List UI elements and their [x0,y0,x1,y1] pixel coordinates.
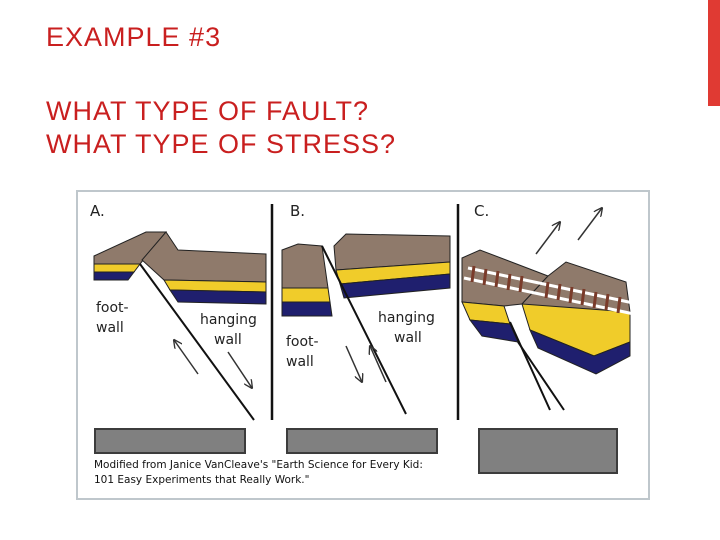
fault-diagram: A. B. C. foot- wall hanging wall hanging… [90,202,639,421]
panel-c-label: C. [474,202,489,220]
question-stress: WHAT TYPE OF STRESS? [46,129,397,159]
panel-a-hanging-wall-label: wall [214,332,242,348]
panel-a-arrow-down [227,351,252,388]
slide-questions: WHAT TYPE OF FAULT? WHAT TYPE OF STRESS? [46,95,396,161]
panel-a-hanging-wall-block [141,231,267,305]
fault-diagram-figure: A. B. C. foot- wall hanging wall hanging… [76,190,650,500]
panel-a-footwall-block [93,231,168,281]
answer-box-a [94,428,246,454]
panel-b-footwall-block [333,233,451,299]
panel-a-label: A. [90,202,105,220]
panel-c-railroad-track [463,265,639,316]
panel-a-fault-line [139,263,255,421]
panel-a-footwall-label: wall [96,320,124,336]
panel-b-arrow-up [370,346,387,383]
panel-b-hanging-wall-label: hanging [378,310,435,326]
slide-heading: EXAMPLE #3 [46,22,222,52]
figure-caption: Modified from Janice VanCleave's "Earth … [94,458,423,488]
panel-b-footwall-label: foot- [286,334,319,350]
panel-a-hanging-wall-label: hanging [200,312,257,328]
answer-box-b [286,428,438,454]
panel-b-footwall-label: wall [286,354,314,370]
panel-a-footwall-label: foot- [96,300,129,316]
caption-line: Modified from Janice VanCleave's "Earth … [94,459,423,471]
panel-a-arrow-up [174,340,199,375]
caption-line: 101 Easy Experiments that Really Work." [94,474,310,486]
panel-c-arrow-left [535,222,560,255]
panel-b-label: B. [290,202,305,220]
panel-b-fault-line [321,245,407,415]
panel-c-fault-line [509,321,551,411]
panel-c-arrow-right [577,208,602,241]
panel-b-hanging-wall-block [281,243,333,317]
panel-b-hanging-wall-label: wall [394,330,422,346]
accent-bar [708,0,720,106]
panel-b-arrow-down [345,345,362,382]
panel-c-fault-line [517,341,565,411]
answer-box-c [478,428,618,474]
question-fault: WHAT TYPE OF FAULT? [46,96,370,126]
